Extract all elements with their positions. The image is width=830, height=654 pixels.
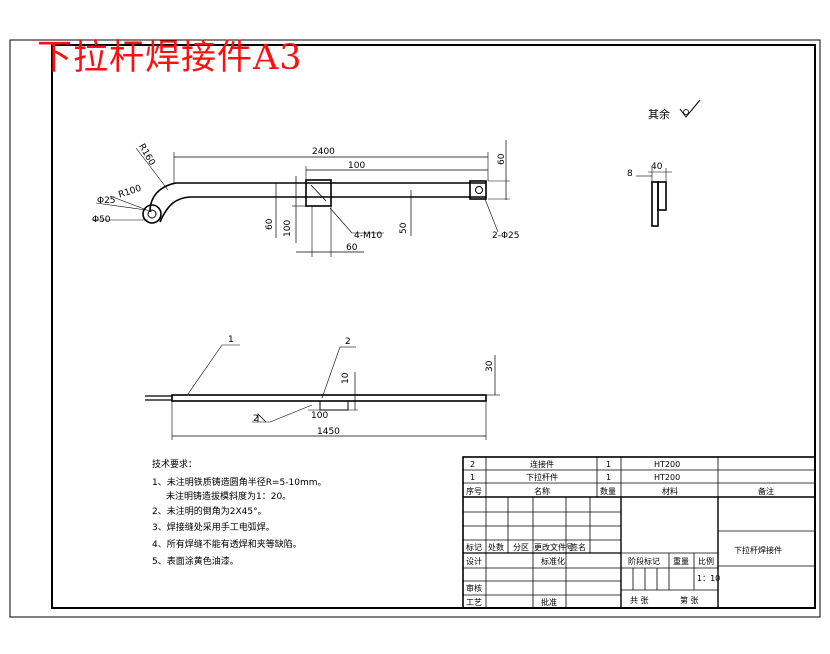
trim-border (9, 39, 821, 618)
rev-header: 签名 (570, 542, 586, 552)
front-view-labels: R160 R100 Φ25 Φ50 2400 100 60 60 100 4-M… (92, 142, 520, 253)
tech-notes-heading: 技术要求： (152, 458, 197, 470)
tb-weight: 重量 (673, 556, 689, 566)
label-100-plan: 100 (311, 411, 328, 421)
rev-header: 处数 (488, 542, 504, 552)
tb-scale: 比例 (698, 556, 714, 566)
tech-note: 4、所有焊缝不能有透焊和夹等缺陷。 (152, 538, 302, 550)
bom-no: 2 (470, 460, 475, 469)
label-2400: 2400 (312, 147, 335, 157)
plate (171, 394, 487, 402)
rod-outline (149, 182, 486, 223)
bom-qty: 1 (606, 473, 611, 482)
label-thread: 4-M10 (354, 231, 382, 241)
tb-process: 工艺 (466, 598, 482, 607)
label-bottom-60: 60 (346, 243, 358, 253)
tech-note: 5、表面涂黄色油漆。 (152, 555, 239, 567)
tech-notes: 技术要求： 1、未注明铁质铸造圆角半径R=5-10mm。 未注明铸造拔模斜度为1… (152, 458, 326, 567)
rod-end-ring (142, 204, 162, 224)
label-left-60: 60 (265, 218, 275, 230)
tb-sheet: 第 张 (680, 595, 699, 605)
label-r100: R100 (117, 184, 143, 201)
label-dia50: Φ50 (92, 215, 111, 225)
tb-standard: 标准化 (541, 556, 565, 566)
title-block-lines (462, 456, 816, 609)
bom-material: HT200 (654, 473, 680, 482)
roughness-label: 其余 (648, 107, 670, 121)
bom-header-remark: 备注 (758, 486, 774, 496)
bom-name: 连接件 (530, 459, 554, 469)
tb-scale-value: 1：10 (697, 574, 720, 583)
rev-header: 分区 (513, 543, 529, 552)
sheet-title: 下拉杆焊接件A3 (37, 38, 303, 78)
plan-view (145, 344, 500, 440)
bom-header-qty: 数量 (600, 486, 616, 496)
bom-header-name: 名称 (534, 486, 550, 496)
tech-note: 未注明铸造拔模斜度为1：20。 (166, 490, 291, 502)
label-holes: 2-Φ25 (492, 231, 520, 241)
label-30: 30 (485, 360, 495, 372)
tech-note: 2、未注明的倒角为2X45°。 (152, 505, 267, 517)
bom-material: HT200 (654, 460, 680, 469)
bom-header-material: 材料 (662, 486, 678, 496)
side-view (636, 168, 672, 227)
label-dia25: Φ25 (97, 196, 116, 206)
tech-note: 3、焊接缝处采用手工电弧焊。 (152, 521, 275, 533)
balloon-1: 1 (228, 335, 234, 345)
label-left-100: 100 (283, 220, 293, 237)
tb-part-name: 下拉杆焊接件 (734, 545, 782, 555)
rev-header: 标记 (466, 542, 482, 552)
tb-design: 设计 (466, 556, 482, 566)
tb-approve: 批准 (541, 597, 557, 607)
label-r160: R160 (136, 142, 157, 168)
drawing-frame (51, 44, 816, 609)
label-100: 100 (348, 161, 365, 171)
bom-header-no: 序号 (466, 486, 482, 496)
rev-header: 更改文件号 (534, 542, 574, 552)
label-8: 8 (627, 169, 633, 179)
tech-note: 1、未注明铁质铸造圆角半径R=5-10mm。 (152, 476, 326, 488)
roughness-symbol (679, 99, 701, 118)
label-right-60: 60 (497, 153, 507, 165)
label-40: 40 (651, 162, 663, 172)
tb-stage: 阶段标记 (628, 556, 660, 566)
balloon-2: 2 (345, 337, 351, 347)
roughness-note: 其余 (648, 99, 701, 121)
tb-review: 审核 (466, 583, 482, 593)
rod-end-right (469, 180, 487, 200)
label-10: 10 (341, 372, 351, 384)
label-1450: 1450 (317, 427, 340, 437)
bom-no: 1 (470, 473, 475, 482)
bom-name: 下拉杆件 (526, 472, 558, 482)
title-block-text: 2 连接件 1 HT200 1 下拉杆件 1 HT200 序号 名称 数量 材料… (466, 459, 782, 607)
label-weld: 2 (253, 414, 259, 424)
bom-qty: 1 (606, 460, 611, 469)
label-50: 50 (399, 222, 409, 234)
front-view (92, 140, 510, 257)
tb-total: 共 张 (630, 596, 649, 605)
bracket (305, 179, 332, 207)
